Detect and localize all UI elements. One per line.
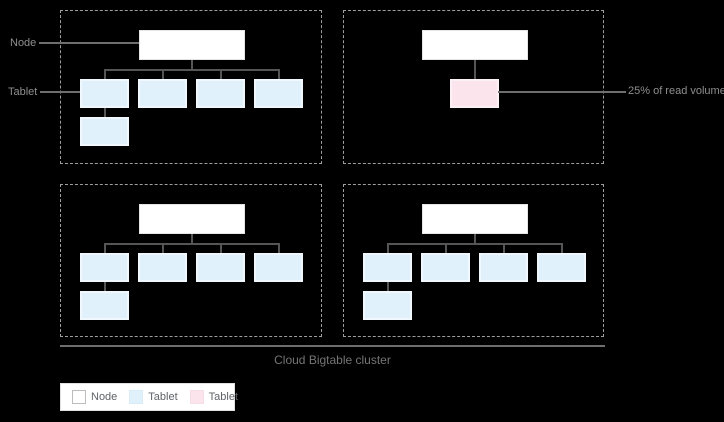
connector-line xyxy=(104,243,280,245)
node-box xyxy=(139,30,245,60)
connector-line xyxy=(191,234,193,243)
legend-label: Tablet xyxy=(208,391,239,403)
connector-line xyxy=(104,245,106,253)
tablet-box xyxy=(363,253,412,282)
tablet-box xyxy=(254,253,303,282)
node-box xyxy=(422,204,528,234)
tablet-box xyxy=(421,253,470,282)
connector-line xyxy=(503,245,505,253)
read-volume-label: 25% of read volume xyxy=(628,85,724,97)
tablet-box xyxy=(138,253,187,282)
legend-item-node: Node xyxy=(72,390,117,404)
node-panel-2 xyxy=(343,10,604,164)
connector-line xyxy=(162,71,164,79)
connector-line xyxy=(474,60,476,79)
connector-line xyxy=(387,245,389,253)
connector-line xyxy=(387,243,563,245)
node-panel-4 xyxy=(343,184,604,337)
tablet-box xyxy=(479,253,528,282)
cluster-caption: Cloud Bigtable cluster xyxy=(274,353,391,367)
connector-line xyxy=(278,71,280,79)
cluster-bracket-line xyxy=(60,345,605,347)
node-panel-1 xyxy=(60,10,322,164)
connector-line xyxy=(445,245,447,253)
tablet-swatch xyxy=(129,390,144,404)
connector-line xyxy=(104,282,106,291)
legend-label: Node xyxy=(91,391,118,403)
node-label: Node xyxy=(10,37,37,49)
connector-line xyxy=(191,60,193,69)
tablet-box xyxy=(363,291,412,320)
tablet-box xyxy=(138,79,187,108)
connector-line xyxy=(561,245,563,253)
node-swatch xyxy=(72,390,86,404)
tablet-box xyxy=(537,253,586,282)
tablet-box xyxy=(80,79,129,108)
connector-line xyxy=(387,282,389,291)
tablet-box xyxy=(196,253,245,282)
connector-line xyxy=(278,245,280,253)
tablet-box xyxy=(80,117,129,146)
read-volume-pointer-line xyxy=(498,91,626,93)
hot-tablet-swatch xyxy=(189,390,204,404)
connector-line xyxy=(104,71,106,79)
tablet-box xyxy=(254,79,303,108)
tablet-pointer-line xyxy=(40,91,80,93)
tablet-label: Tablet xyxy=(8,86,38,98)
connector-line xyxy=(162,245,164,253)
legend: Node Tablet Tablet xyxy=(60,383,239,411)
connector-line xyxy=(104,108,106,117)
tablet-box xyxy=(80,291,129,320)
connector-line xyxy=(104,69,280,71)
legend-item-hot-tablet: Tablet xyxy=(189,390,239,404)
node-box xyxy=(139,204,245,234)
node-panel-3 xyxy=(60,184,322,337)
connector-line xyxy=(220,245,222,253)
legend-item-tablet: Tablet xyxy=(129,390,178,404)
node-pointer-line xyxy=(39,42,139,44)
connector-line xyxy=(220,71,222,79)
hot-tablet-box xyxy=(450,79,499,108)
legend-label: Tablet xyxy=(148,391,178,403)
tablet-box xyxy=(196,79,245,108)
node-box xyxy=(422,30,528,60)
tablet-box xyxy=(80,253,129,282)
connector-line xyxy=(474,234,476,243)
